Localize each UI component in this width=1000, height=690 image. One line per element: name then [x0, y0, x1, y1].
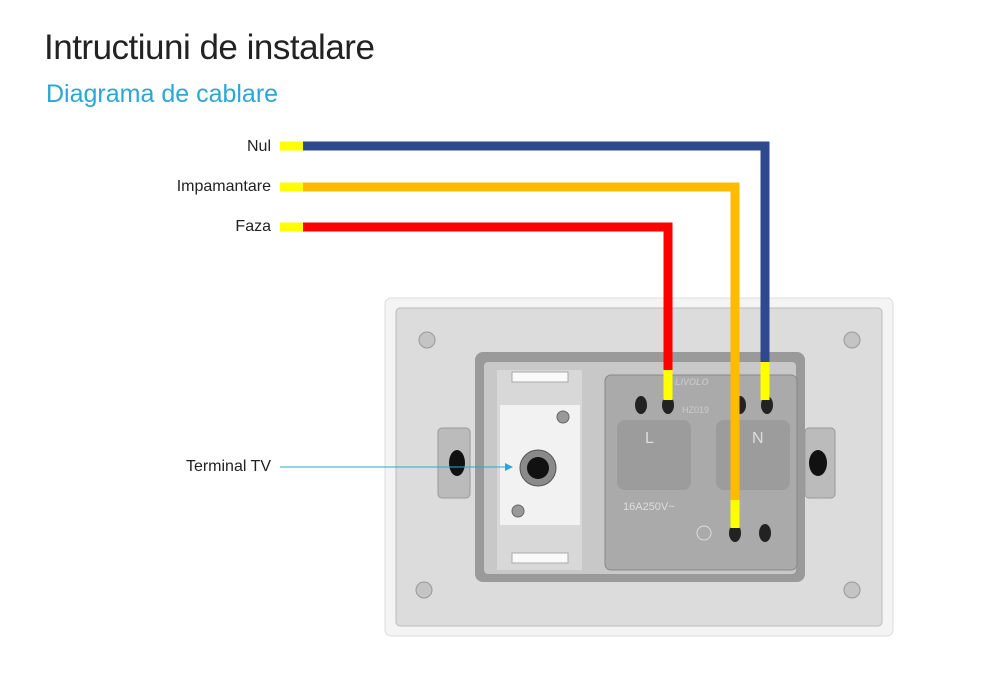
screw-hole: [415, 581, 433, 599]
screw-hole: [418, 331, 436, 349]
wire-nul: [303, 141, 770, 362]
page-title: Intructiuni de instalare: [44, 28, 375, 67]
page-subtitle: Diagrama de cablare: [46, 80, 279, 108]
screw-icon: [511, 504, 525, 518]
wire-label-impamantare: Impamantare: [176, 178, 271, 195]
label-n: N: [752, 430, 764, 447]
screw-icon: [556, 410, 570, 424]
rating-text: 16A250V~: [623, 501, 675, 513]
terminal-screws: [635, 396, 773, 542]
wire-label-nul: Nul: [246, 138, 271, 155]
callout-label-terminal-tv: Terminal TV: [185, 458, 271, 475]
wire-label-faza: Faza: [235, 218, 271, 235]
callout-arrow-icon: [505, 463, 513, 471]
screw-hole: [843, 331, 861, 349]
brand-logo: LIVOLO: [675, 377, 709, 387]
wire-faza: [303, 222, 673, 370]
mount-hole: [449, 450, 465, 476]
mount-hole: [809, 450, 827, 476]
model-text: HZ019: [682, 405, 709, 415]
wire-tips: [280, 141, 770, 528]
tv-module-clip: [511, 552, 569, 564]
earth-icon: [696, 525, 712, 541]
wire-impamantare: [303, 182, 740, 500]
screw-hole: [843, 581, 861, 599]
terminal-cover-l: [617, 420, 691, 490]
coax-connector-hole: [527, 457, 549, 479]
label-l: L: [645, 430, 654, 447]
tv-module-clip: [511, 371, 569, 383]
